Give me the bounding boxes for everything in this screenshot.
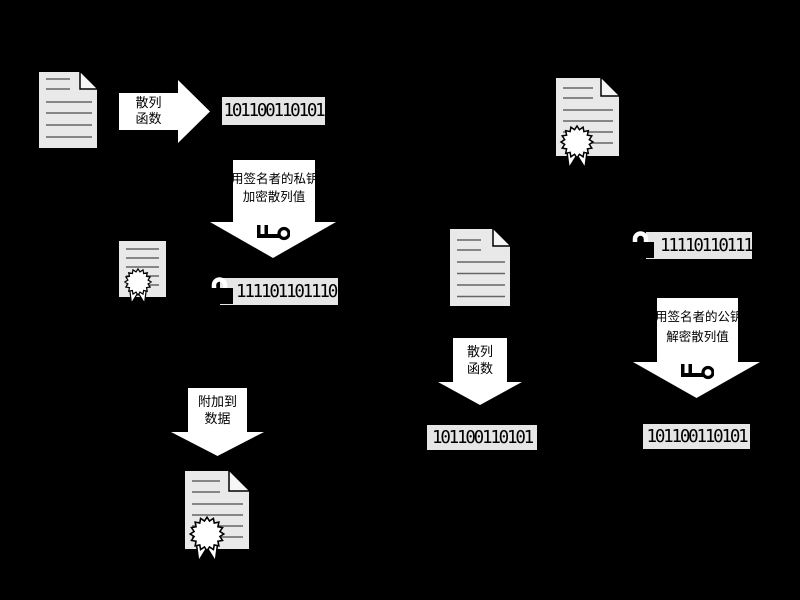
append-label-line1: 附加到 <box>197 395 237 410</box>
data-document-icon <box>37 70 99 150</box>
decrypt-with-public-key-arrow <box>633 298 760 398</box>
decrypted-hash-value-text: 101100110101 <box>646 426 748 447</box>
signed-document-icon <box>117 239 168 304</box>
computed-hash-value-text: 101100110101 <box>431 427 534 448</box>
received-signature-value-box: 111101101110 <box>646 232 762 259</box>
hash-function-arrow-label: 散列 函数 <box>453 344 507 378</box>
private-key-icon <box>257 224 290 241</box>
certificate-seal-icon <box>189 516 225 563</box>
hash-label-line1: 散列 <box>135 96 162 111</box>
encrypt-with-private-key-arrow <box>210 160 336 258</box>
append-to-data-arrow <box>171 388 264 456</box>
hash-label-line1: 散列 <box>466 345 493 360</box>
hash-value-box: 101100110101 <box>222 97 326 125</box>
decrypted-hash-value-box: 101100110101 <box>643 424 750 449</box>
hash-function-arrow <box>119 80 210 143</box>
hash-label-line2: 函数 <box>135 112 162 127</box>
public-key-icon <box>681 363 714 380</box>
append-arrow-label: 附加到 数据 <box>188 393 247 429</box>
padlock-icon <box>209 275 235 305</box>
computed-hash-value-box: 101100110101 <box>427 425 537 450</box>
padlock-icon <box>630 229 656 259</box>
encrypt-label-line2: 加密散列值 <box>242 189 306 204</box>
received-signature-value-text: 111101101110 <box>660 235 762 256</box>
received-signed-document-icon <box>554 75 622 169</box>
signature-value-text: 111101101110 <box>236 281 338 302</box>
hash-function-arrow <box>438 338 522 405</box>
encrypt-label-line1: 用签名者的私钥 <box>231 171 319 186</box>
signature-value-box: 111101101110 <box>220 278 338 305</box>
certificate-seal-icon <box>560 125 594 169</box>
append-label-line2: 数据 <box>204 412 231 427</box>
data-document-icon <box>448 227 512 308</box>
hash-function-arrow-label: 散列 函数 <box>119 95 178 129</box>
decrypt-label-line2: 解密散列值 <box>666 329 729 344</box>
decrypt-label-line1: 用签名者的公钥 <box>655 309 743 324</box>
hash-label-line2: 函数 <box>466 362 493 377</box>
encrypt-arrow-label: 用签名者的私钥 加密散列值 <box>231 168 319 208</box>
hash-value-text: 101100110101 <box>223 101 325 121</box>
decrypt-arrow-label: 用签名者的公钥 解密散列值 <box>655 306 743 348</box>
signed-data-document-icon <box>183 468 252 563</box>
